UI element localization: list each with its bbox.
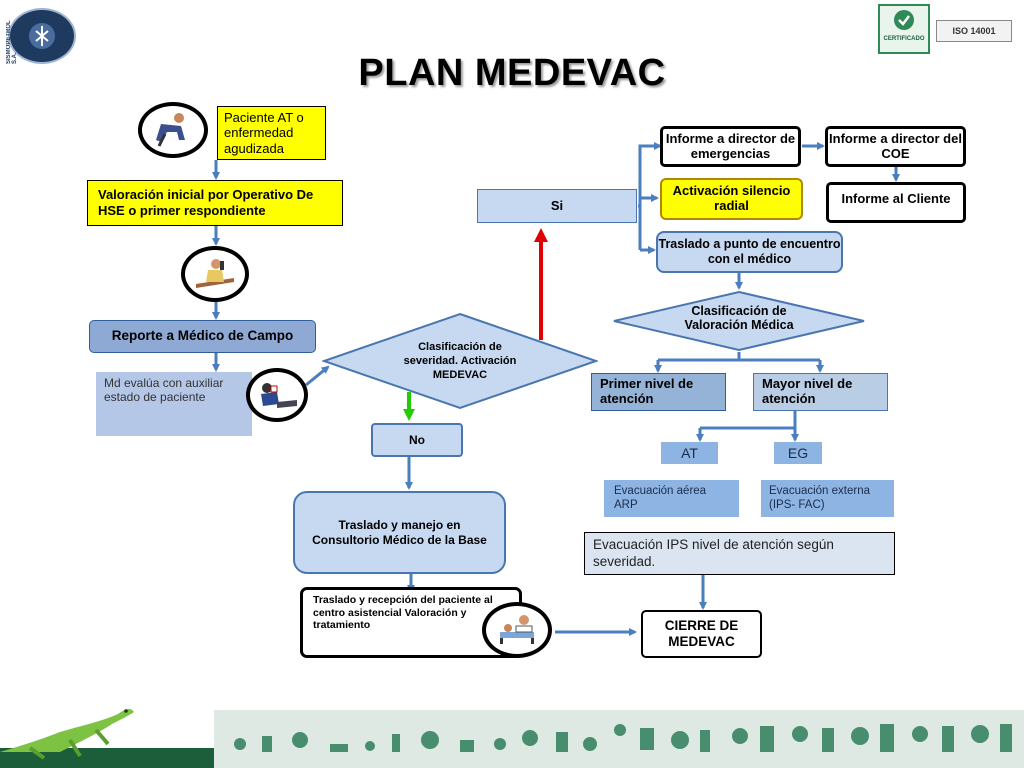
- node-valoracion: Valoración inicial por Operativo De HSE …: [87, 180, 343, 226]
- node-reporte: Reporte a Médico de Campo: [89, 320, 316, 353]
- clasificacion-valoracion-label: Clasificación de Valoración Médica: [684, 303, 794, 332]
- phone-call-circle: [181, 246, 249, 302]
- logo-figure-icon: [29, 23, 55, 49]
- cert-badge-iso: ISO 14001: [936, 20, 1012, 42]
- node-no: No: [371, 423, 463, 457]
- cert-badge-green: CERTIFICADO: [878, 4, 930, 54]
- node-traslado-consultorio: Traslado y manejo en Consultorio Médico …: [293, 491, 506, 574]
- hospital-bed-circle: [482, 602, 552, 658]
- clasificacion-label: Clasificación de severidad. Activación M…: [403, 341, 517, 381]
- cert-label-1: CERTIFICADO: [883, 36, 925, 42]
- node-evac-ips: Evacuación IPS nivel de atención según s…: [584, 532, 895, 575]
- injured-person-circle: [138, 102, 208, 158]
- first-aid-circle: [246, 368, 308, 422]
- node-activacion-silencio: Activación silencio radial: [660, 178, 803, 220]
- node-mayor-nivel: Mayor nivel de atención: [753, 373, 888, 411]
- node-md-evalua: Md evalúa con auxiliar estado de pacient…: [96, 372, 252, 436]
- node-evac-externa: Evacuación externa (IPS- FAC): [761, 480, 894, 517]
- page-title: PLAN MEDEVAC: [358, 52, 666, 94]
- phone-call-icon: [196, 259, 234, 288]
- node-informe-emergencias: Informe a director de emergencias: [660, 126, 801, 167]
- node-traslado-punto: Traslado a punto de encuentro con el méd…: [656, 231, 843, 273]
- arrow-md-clasificacion: [305, 365, 330, 387]
- node-traslado-recepcion: Traslado y recepción del paciente al cen…: [300, 587, 522, 658]
- node-primer-nivel: Primer nivel de atención: [591, 373, 726, 411]
- node-evac-aerea: Evacuación aérea ARP: [604, 480, 739, 517]
- hospital-bed-icon: [500, 615, 534, 644]
- cert-check-icon: [894, 10, 914, 30]
- node-informe-cliente: Informe al Cliente: [826, 182, 966, 223]
- first-aid-icon: [261, 383, 297, 408]
- node-at: AT: [661, 442, 718, 464]
- footer-banner: [0, 708, 1024, 768]
- node-informe-coe: Informe a director del COE: [825, 126, 966, 167]
- diamond-clasificacion-valoracion: [613, 290, 865, 352]
- iguana-icon: [0, 708, 134, 760]
- diamond-clasificacion: [322, 312, 598, 410]
- injured-person-icon: [156, 113, 185, 147]
- node-cierre: CIERRE DE MEDEVAC: [641, 610, 762, 658]
- node-paciente: Paciente AT o enfermedad agudizada: [217, 106, 326, 160]
- sismopetrol-logo: [8, 8, 76, 64]
- node-si: Si: [477, 189, 637, 223]
- node-eg: EG: [774, 442, 822, 464]
